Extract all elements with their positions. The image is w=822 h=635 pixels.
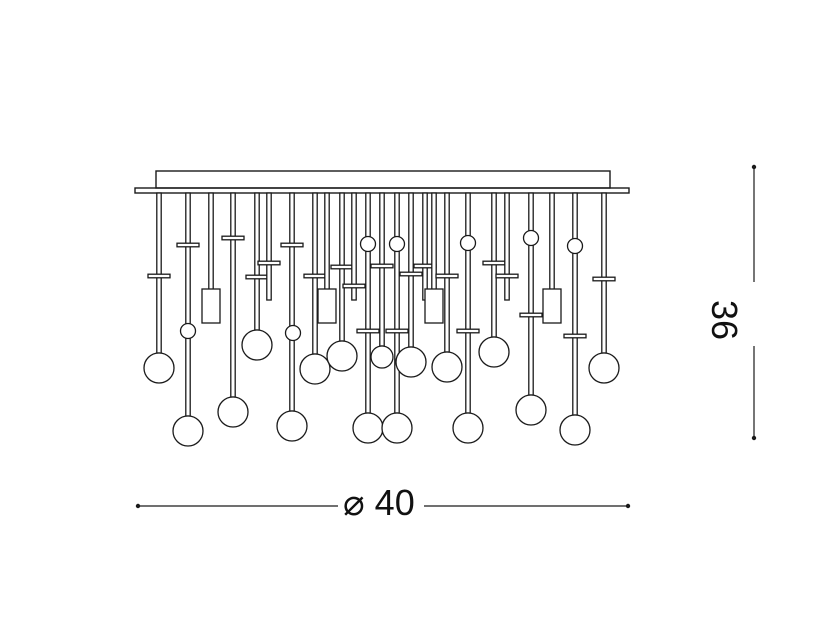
glass-globe	[276, 410, 308, 442]
small-globe	[388, 235, 406, 253]
pendant-rod	[289, 192, 295, 412]
glass-globe	[452, 412, 484, 444]
rod-collar	[176, 242, 200, 248]
pendant-rod	[312, 192, 318, 355]
height-dim-end-top	[751, 164, 757, 170]
glass-globe	[352, 412, 384, 444]
rod-collar	[221, 235, 245, 241]
pendant-rod	[504, 192, 510, 301]
rod-collar	[280, 242, 304, 248]
small-globe	[522, 229, 540, 247]
pendant-rods-group	[143, 192, 620, 447]
rod-collar	[356, 328, 380, 334]
canopy-plate	[134, 187, 630, 194]
pendant-rod	[266, 192, 272, 301]
rod-collar	[370, 263, 394, 269]
pendant-rod	[465, 192, 471, 414]
rod-collar	[482, 260, 506, 266]
small-globe	[284, 324, 302, 342]
lamp-holder-box	[424, 288, 444, 324]
pendant-rod	[408, 192, 414, 348]
pendant-rod	[422, 192, 428, 301]
glass-globe	[217, 396, 249, 428]
rod-collar	[245, 274, 269, 280]
pendant-rod	[601, 192, 607, 354]
glass-globe	[381, 412, 413, 444]
pendant-rod	[528, 192, 534, 396]
rod-collar	[456, 328, 480, 334]
width-dim-end-right	[625, 503, 631, 509]
rod-collar	[257, 260, 281, 266]
small-globe	[359, 235, 377, 253]
rod-collar	[342, 283, 366, 289]
glass-globe	[478, 336, 510, 368]
pendant-rod	[185, 192, 191, 417]
glass-globe	[559, 414, 591, 446]
width-dim-end-left	[135, 503, 141, 509]
rod-collar	[592, 276, 616, 282]
small-globe	[179, 322, 197, 340]
pendant-rod	[379, 192, 385, 347]
glass-globe	[326, 340, 358, 372]
rod-collar	[495, 273, 519, 279]
glass-globe	[241, 329, 273, 361]
pendant-rod	[156, 192, 162, 354]
glass-globe	[515, 394, 547, 426]
glass-globe	[370, 345, 394, 369]
lamp-holder-box	[542, 288, 562, 324]
small-globe	[459, 234, 477, 252]
rod-collar	[147, 273, 171, 279]
lamp-holder-box	[317, 288, 337, 324]
glass-globe	[588, 352, 620, 384]
pendant-rod	[351, 192, 357, 301]
rod-collar	[563, 333, 587, 339]
glass-globe	[143, 352, 175, 384]
pendant-rod	[444, 192, 450, 353]
glass-globe	[299, 353, 331, 385]
small-globe	[566, 237, 584, 255]
canopy-top	[155, 170, 611, 189]
glass-globe	[395, 346, 427, 378]
height-dimension	[751, 164, 757, 441]
rod-collar	[435, 273, 459, 279]
glass-globe	[172, 415, 204, 447]
rod-collar	[303, 273, 327, 279]
lamp-holder-box	[201, 288, 221, 324]
height-dim-end-bottom	[751, 435, 757, 441]
width-dimension-label: ⌀ 40	[341, 482, 417, 523]
pendant-rod	[394, 192, 400, 414]
height-dimension-label: 36	[704, 298, 745, 343]
pendant-rod	[572, 192, 578, 416]
glass-globe	[431, 351, 463, 383]
rod-collar	[385, 328, 409, 334]
width-dimension	[135, 503, 631, 509]
rod-collar	[399, 271, 423, 277]
rod-collar	[330, 264, 354, 270]
pendant-rod	[365, 192, 371, 414]
pendant-rod	[230, 192, 236, 398]
rod-collar	[519, 312, 543, 318]
